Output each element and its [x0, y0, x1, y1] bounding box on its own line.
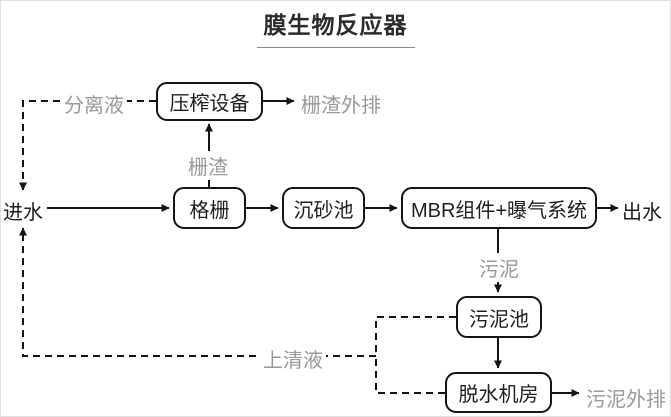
node-sludge-tank-label: 污泥池	[469, 308, 529, 331]
node-bar-screen-label: 格栅	[189, 199, 230, 222]
flow-label-sludge: 污泥	[476, 253, 522, 282]
terminal-outflow: 出水	[622, 202, 662, 224]
node-bar-screen: 格栅	[173, 187, 246, 229]
dashed-supernatant-to-inflow	[19, 227, 376, 357]
flow-label-separated-liquid: 分离液	[61, 89, 127, 118]
node-grit-chamber: 沉砂池	[282, 187, 365, 229]
diagram-title-wrap: 膜生物反应器	[1, 6, 670, 48]
diagram-title: 膜生物反应器	[256, 6, 415, 48]
node-press-equipment-label: 压榨设备	[169, 93, 250, 115]
flow-label-supernatant: 上清液	[260, 344, 326, 373]
node-dewatering-room: 脱水机房	[445, 372, 552, 413]
flow-label-screenings-out: 栅渣外排	[298, 89, 384, 118]
terminal-inflow: 进水	[3, 202, 43, 224]
node-grit-chamber-label: 沉砂池	[293, 199, 354, 222]
flow-label-screenings: 栅渣	[185, 151, 231, 180]
dashed-dewatering-branch	[375, 356, 445, 394]
node-mbr-aeration: MBR组件+曝气系统	[401, 187, 597, 229]
dashed-sludge-tank-branch	[375, 316, 456, 356]
node-press-equipment: 压榨设备	[156, 82, 263, 121]
dashed-press-to-inflow	[19, 100, 156, 191]
node-mbr-aeration-label: MBR组件+曝气系统	[410, 199, 588, 222]
flow-label-sludge-out: 污泥外排	[583, 383, 669, 412]
node-sludge-tank: 污泥池	[456, 296, 542, 338]
node-dewatering-room-label: 脱水机房	[458, 384, 539, 406]
